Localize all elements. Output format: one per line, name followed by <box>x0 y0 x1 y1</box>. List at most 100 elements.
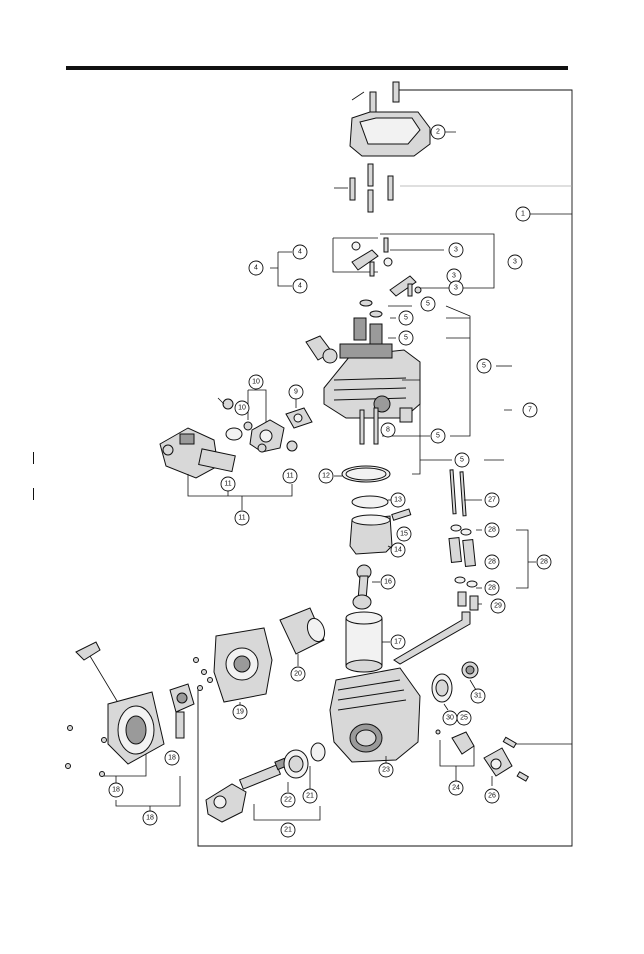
svg-text:31: 31 <box>474 693 482 700</box>
svg-text:14: 14 <box>394 547 402 554</box>
callout-5b: 5 <box>398 310 414 326</box>
svg-text:9: 9 <box>294 389 298 396</box>
callout-28d: 28 <box>536 554 552 570</box>
header-rule <box>66 66 568 70</box>
callout-4a: 4 <box>292 244 308 260</box>
cylinder-liner <box>345 611 390 673</box>
svg-text:11: 11 <box>224 481 231 488</box>
callout-11a: 11 <box>220 476 236 492</box>
callout-18a: 18 <box>164 750 180 766</box>
callout-31: 31 <box>470 688 486 704</box>
svg-text:10: 10 <box>238 405 246 412</box>
svg-text:28: 28 <box>488 527 496 534</box>
callout-markers: 1 2 3 3 3 3 4 4 4 5 5 5 5 5 5 7 8 9 10 1… <box>108 124 552 838</box>
svg-text:28: 28 <box>488 585 496 592</box>
callout-26: 26 <box>484 788 500 804</box>
callout-5c: 5 <box>398 330 414 346</box>
margin-mark-lower <box>33 488 34 500</box>
callout-20: 20 <box>290 666 306 682</box>
recoil-starter-group <box>65 641 195 816</box>
svg-text:7: 7 <box>528 407 532 414</box>
rocker-arm-group <box>270 233 495 297</box>
callout-27: 27 <box>484 492 500 508</box>
callout-29: 29 <box>490 598 506 614</box>
svg-text:3: 3 <box>513 259 517 266</box>
callout-21a: 21 <box>302 788 318 804</box>
callout-15: 15 <box>396 526 412 542</box>
svg-text:11: 11 <box>286 473 293 480</box>
svg-text:17: 17 <box>394 639 402 646</box>
svg-text:12: 12 <box>322 473 330 480</box>
svg-text:28: 28 <box>540 559 548 566</box>
callout-28c: 28 <box>484 580 500 596</box>
assembly-bracket <box>197 89 573 847</box>
carburetor-group <box>159 389 313 510</box>
svg-text:26: 26 <box>488 793 496 800</box>
svg-text:21: 21 <box>284 827 292 834</box>
svg-text:5: 5 <box>436 433 440 440</box>
svg-text:30: 30 <box>446 715 454 722</box>
svg-text:5: 5 <box>404 315 408 322</box>
callout-14: 14 <box>390 542 406 558</box>
callout-5a: 5 <box>420 296 436 312</box>
callout-4c: 4 <box>248 260 264 276</box>
callout-18c: 18 <box>142 810 158 826</box>
callout-22: 22 <box>280 792 296 808</box>
callout-28b: 28 <box>484 554 500 570</box>
svg-text:18: 18 <box>168 755 176 762</box>
svg-text:29: 29 <box>494 603 502 610</box>
connecting-rod <box>352 564 380 610</box>
cylinder-head <box>305 335 512 475</box>
callout-25: 25 <box>456 710 472 726</box>
callout-13: 13 <box>390 492 406 508</box>
callout-23: 23 <box>378 762 394 778</box>
svg-text:3: 3 <box>452 273 456 280</box>
callout-5f: 5 <box>454 452 470 468</box>
callout-3a: 3 <box>448 242 464 258</box>
svg-text:28: 28 <box>488 559 496 566</box>
svg-text:16: 16 <box>384 579 392 586</box>
svg-text:22: 22 <box>284 797 292 804</box>
svg-text:25: 25 <box>460 715 468 722</box>
margin-mark-upper <box>33 452 34 464</box>
valve-spring-group <box>353 299 512 437</box>
crankshaft-group <box>205 742 326 823</box>
svg-text:2: 2 <box>436 129 440 136</box>
svg-text:20: 20 <box>294 671 302 678</box>
callout-3c: 3 <box>448 280 464 296</box>
callout-21b: 21 <box>280 822 296 838</box>
callout-1: 1 <box>515 206 531 222</box>
callout-5d: 5 <box>476 358 492 374</box>
callout-10b: 10 <box>234 400 250 416</box>
svg-text:5: 5 <box>404 335 408 342</box>
svg-text:13: 13 <box>394 497 402 504</box>
svg-text:10: 10 <box>252 379 260 386</box>
pushrod-group <box>393 469 536 665</box>
callout-17: 17 <box>390 634 406 650</box>
head-cover-group <box>334 81 456 213</box>
svg-text:23: 23 <box>382 767 390 774</box>
callout-3d: 3 <box>507 254 523 270</box>
callout-18b: 18 <box>108 782 124 798</box>
svg-text:5: 5 <box>426 301 430 308</box>
callout-8: 8 <box>380 422 396 438</box>
callout-12: 12 <box>318 468 334 484</box>
svg-text:18: 18 <box>112 787 120 794</box>
svg-text:21: 21 <box>306 793 314 800</box>
callout-28a: 28 <box>484 522 500 538</box>
callout-9: 9 <box>288 384 304 400</box>
svg-text:3: 3 <box>454 247 458 254</box>
callout-16: 16 <box>380 574 396 590</box>
svg-text:5: 5 <box>482 363 486 370</box>
svg-text:3: 3 <box>454 285 458 292</box>
callout-11b: 11 <box>282 468 298 484</box>
callout-24: 24 <box>448 780 464 796</box>
svg-text:4: 4 <box>298 249 302 256</box>
svg-text:19: 19 <box>236 709 244 716</box>
gasket-piston-group <box>334 465 412 555</box>
svg-text:8: 8 <box>386 427 390 434</box>
svg-text:18: 18 <box>146 815 154 822</box>
svg-text:1: 1 <box>521 211 525 218</box>
svg-text:11: 11 <box>238 515 245 522</box>
